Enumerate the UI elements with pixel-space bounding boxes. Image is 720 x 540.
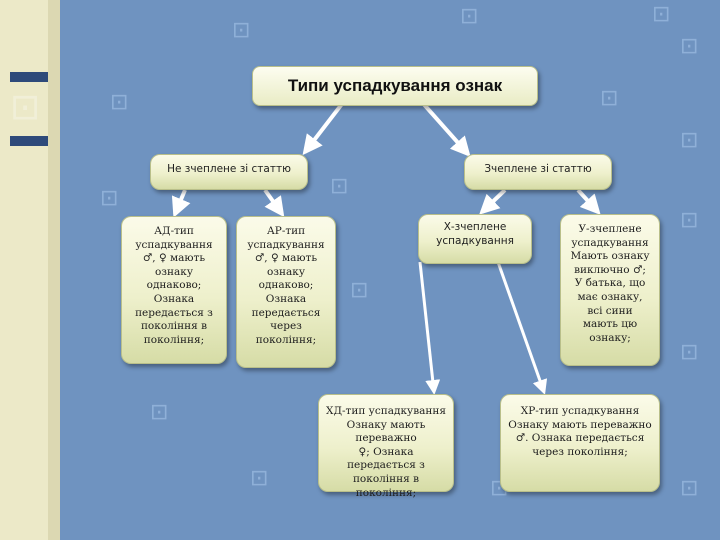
greek-key-icon: ⊡ — [680, 34, 699, 59]
connector-title-to-not-linked — [302, 98, 347, 156]
connector-x-to-xd — [418, 261, 441, 395]
node-y-linked: У-зчеплене успадкування Мають ознаку вик… — [560, 214, 660, 366]
greek-key-icon: ⊡ — [330, 174, 349, 199]
greek-key-icon: ⊡ — [110, 90, 129, 115]
connector-not-linked-to-ad — [171, 189, 191, 218]
greek-key-icon: ⊡ — [350, 278, 369, 303]
accent-bar — [10, 136, 48, 146]
greek-key-icon: ⊡ — [460, 4, 479, 29]
node-xr-type: ХР-тип успадкування Ознаку мають переваж… — [500, 394, 660, 492]
greek-key-icon: ⊡ — [652, 2, 671, 27]
greek-key-icon: ⊡ — [680, 208, 699, 233]
greek-key-icon: ⊡ — [600, 86, 619, 111]
diagram-title: Типи успадкування ознак — [252, 66, 538, 106]
node-xd-type: ХД-тип успадкування Ознаку мають переваж… — [318, 394, 454, 499]
greek-key-icon: ⊡ — [680, 476, 699, 501]
greek-key-icon: ⊡ — [150, 400, 169, 425]
node-linked: Зчеплене зі статтю — [464, 154, 612, 190]
connector-not-linked-to-ar — [263, 188, 285, 218]
connector-linked-to-y — [576, 188, 601, 215]
greek-key-icon: ⊡ — [680, 340, 699, 365]
node-x-linked: Х-зчеплене успадкування — [418, 214, 532, 264]
node-not-linked: Не зчеплене зі статтю — [150, 154, 308, 190]
greek-key-icon: ⊡ — [10, 87, 41, 128]
connector-x-to-xr — [496, 261, 548, 395]
greek-key-icon: ⊡ — [250, 466, 269, 491]
greek-key-icon: ⊡ — [680, 128, 699, 153]
node-ar-type: АР-тип успадкування ♂, ♀ мають ознаку од… — [236, 216, 336, 368]
accent-bar — [10, 72, 48, 82]
greek-key-icon: ⊡ — [232, 18, 251, 43]
connector-title-to-linked — [418, 98, 471, 157]
connector-linked-to-x — [479, 188, 507, 215]
greek-key-icon: ⊡ — [100, 186, 119, 211]
left-strip-edge — [48, 0, 60, 540]
node-ad-type: АД-тип успадкування ♂, ♀ мають ознаку од… — [121, 216, 227, 364]
left-decorative-strip — [0, 0, 48, 540]
